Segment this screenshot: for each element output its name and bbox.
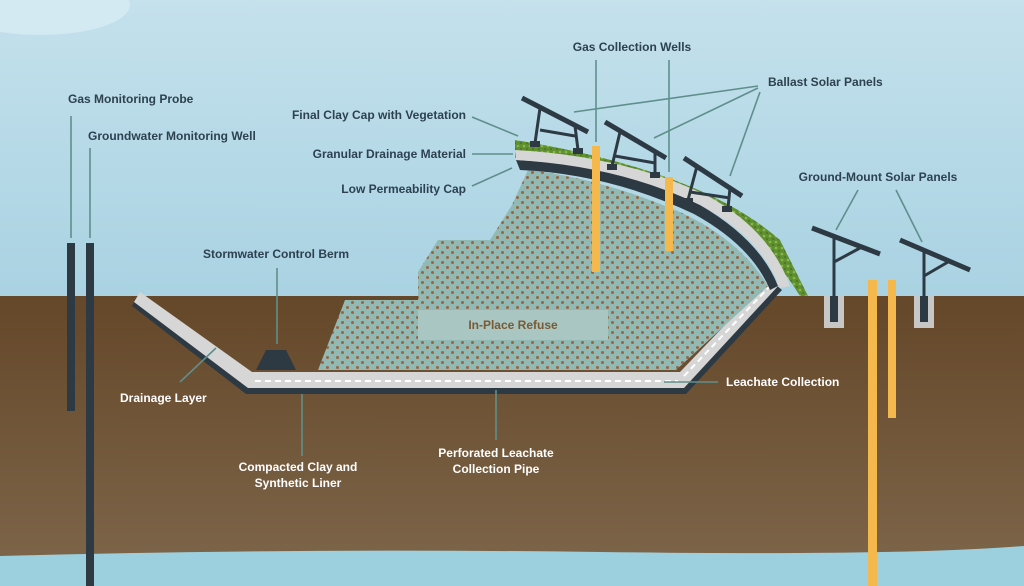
gas-well-4 (888, 280, 896, 418)
groundwater (0, 546, 1024, 586)
ballast-solar-panel-2 (603, 119, 668, 178)
ballast-solar-panel-3 (682, 155, 744, 212)
label-low-permeability-cap: Low Permeability Cap (341, 182, 466, 196)
label-leachate-collection: Leachate Collection (726, 375, 839, 389)
label-granular-drainage: Granular Drainage Material (313, 147, 466, 161)
gas-well-2 (665, 177, 673, 251)
cloud (0, 0, 130, 35)
label-in-place-refuse: In-Place Refuse (468, 318, 558, 332)
label-perforated-pipe-2: Collection Pipe (453, 462, 540, 476)
gas-well-1 (592, 146, 600, 272)
label-stormwater-control-berm: Stormwater Control Berm (203, 247, 349, 261)
label-drainage-layer: Drainage Layer (120, 391, 207, 405)
refuse-label-box (418, 310, 608, 340)
label-gas-collection-wells: Gas Collection Wells (573, 40, 692, 54)
ground-mount-solar-panel-1 (811, 225, 881, 328)
label-compacted-clay-1: Compacted Clay and (239, 460, 358, 474)
side-pipe (683, 283, 773, 377)
stormwater-berm (256, 350, 296, 370)
label-final-clay-cap: Final Clay Cap with Vegetation (292, 108, 466, 122)
label-groundwater-monitoring-well: Groundwater Monitoring Well (88, 129, 256, 143)
label-gas-monitoring-probe: Gas Monitoring Probe (68, 92, 194, 106)
gas-monitoring-probe (67, 243, 75, 411)
low-permeability-cap (516, 160, 778, 290)
groundwater-monitoring-well (86, 243, 94, 586)
ballast-solar-panel-1 (520, 95, 590, 154)
label-ground-mount-solar-panels: Ground-Mount Solar Panels (799, 170, 958, 184)
gas-well-3 (868, 280, 877, 586)
label-ballast-solar-panels: Ballast Solar Panels (768, 75, 883, 89)
ground-mount-solar-panel-2 (899, 237, 971, 328)
leader-lines (70, 60, 923, 456)
label-perforated-pipe-1: Perforated Leachate (438, 446, 554, 460)
label-compacted-clay-2: Synthetic Liner (255, 476, 342, 490)
